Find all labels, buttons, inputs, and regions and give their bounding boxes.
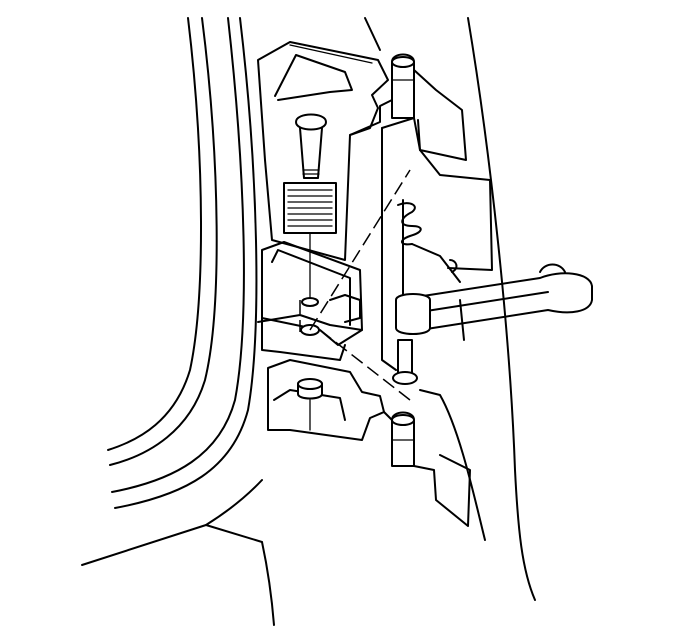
alignment-leader-lines xyxy=(299,169,411,401)
door-frame-outline xyxy=(364,17,536,601)
body-pillar-outline xyxy=(81,17,275,626)
lower-hinge-knuckle xyxy=(391,411,415,467)
door-hinge-plates xyxy=(381,69,493,527)
threaded-insert xyxy=(283,182,337,301)
detent-spring xyxy=(397,199,461,301)
upper-hinge-knuckle xyxy=(391,53,415,119)
check-strap-housing xyxy=(257,241,363,361)
check-strap-arm xyxy=(395,263,593,341)
hinge-pin-bolt xyxy=(295,113,327,179)
lower-pin xyxy=(392,339,418,385)
upper-bracket xyxy=(257,41,393,261)
lower-bracket xyxy=(267,359,385,441)
